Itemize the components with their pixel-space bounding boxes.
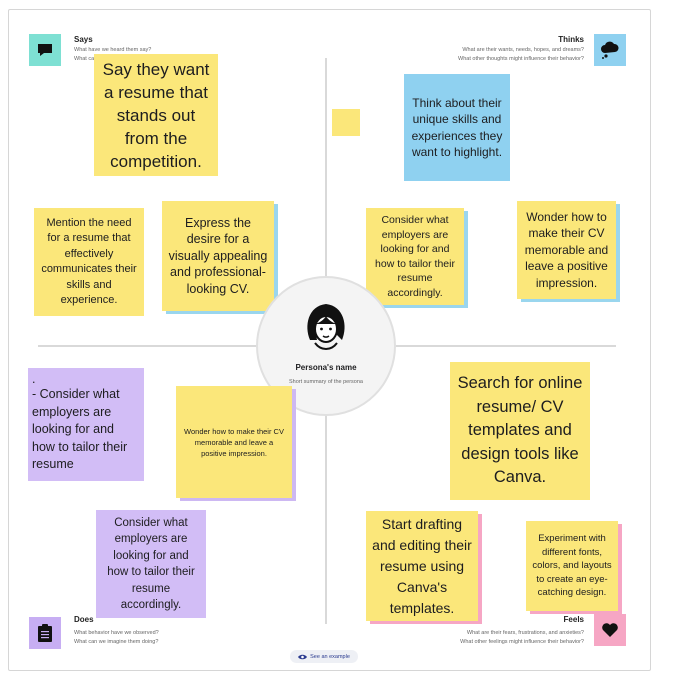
- sticky-note-does-consider-a[interactable]: . - Consider what employers are looking …: [28, 368, 144, 481]
- note-text: Consider what employers are looking for …: [375, 214, 455, 299]
- says-subtitle-1: What have we heard them say?: [74, 47, 152, 53]
- eye-icon: [298, 654, 308, 659]
- clipboard-icon: [29, 617, 61, 649]
- does-subtitle-1: What behavior have we observed?: [74, 630, 159, 636]
- persona-summary: Short summary of the persona: [289, 379, 363, 385]
- note-text: Mention the need for a resume that effec…: [41, 216, 137, 307]
- note-text: Think about their unique skills and expe…: [411, 95, 503, 160]
- note-text: Search for online resume/ CV templates a…: [457, 374, 583, 487]
- sticky-note-does-consider-b[interactable]: Consider what employers are looking for …: [96, 510, 206, 618]
- sticky-note-says-express[interactable]: Express the desire for a visually appeal…: [162, 201, 274, 311]
- thinks-title: Thinks: [558, 35, 584, 44]
- note-text: Experiment with different fonts, colors,…: [532, 533, 612, 599]
- note-text: Wonder how to make their CV memorable an…: [524, 209, 609, 290]
- sticky-note-says-main[interactable]: Say they want a resume that stands out f…: [94, 54, 218, 176]
- note-text: Wonder how to make their CV memorable an…: [184, 426, 284, 458]
- sticky-note-thinks-consider[interactable]: Consider what employers are looking for …: [366, 208, 464, 305]
- feels-subtitle-2: What other feelings might influence thei…: [460, 639, 584, 645]
- thought-cloud-icon: [594, 34, 626, 66]
- note-text: Consider what employers are looking for …: [107, 516, 195, 612]
- note-text: Start drafting and editing their resume …: [372, 515, 472, 616]
- feels-subtitle-1: What are their fears, frustrations, and …: [466, 630, 584, 636]
- see-example-label: See an example: [310, 653, 350, 660]
- feels-title: Feels: [563, 615, 584, 624]
- does-subtitle-2: What can we imagine them doing?: [74, 639, 159, 645]
- note-text: - Consider what employers are looking fo…: [32, 387, 128, 471]
- speech-bubble-icon: [29, 34, 61, 66]
- see-example-button[interactable]: See an example: [290, 650, 358, 663]
- sticky-note-feels-search[interactable]: Search for online resume/ CV templates a…: [450, 362, 590, 500]
- thinks-subtitle-1: What are their wants, needs, hopes, and …: [462, 47, 584, 53]
- note-text: Express the desire for a visually appeal…: [168, 215, 268, 296]
- sticky-note-thinks-wonder[interactable]: Wonder how to make their CV memorable an…: [517, 201, 616, 299]
- sticky-note-thinks-unique[interactable]: Think about their unique skills and expe…: [404, 74, 510, 181]
- sticky-note-says-mention[interactable]: Mention the need for a resume that effec…: [34, 208, 144, 316]
- says-title: Says: [74, 35, 93, 44]
- persona-name: Persona's name: [295, 363, 357, 372]
- sticky-note-empty[interactable]: [332, 109, 360, 136]
- note-text: Say they want a resume that stands out f…: [102, 59, 210, 171]
- sticky-note-does-wonder[interactable]: Wonder how to make their CV memorable an…: [176, 386, 292, 498]
- note-text-dot: .: [32, 372, 36, 386]
- heart-icon: [594, 614, 626, 646]
- persona-avatar: [296, 296, 356, 356]
- sticky-note-feels-experiment[interactable]: Experiment with different fonts, colors,…: [526, 521, 618, 611]
- sticky-note-feels-drafting[interactable]: Start drafting and editing their resume …: [366, 511, 478, 621]
- thinks-subtitle-2: What other thoughts might influence thei…: [458, 56, 584, 62]
- does-title: Does: [74, 615, 94, 624]
